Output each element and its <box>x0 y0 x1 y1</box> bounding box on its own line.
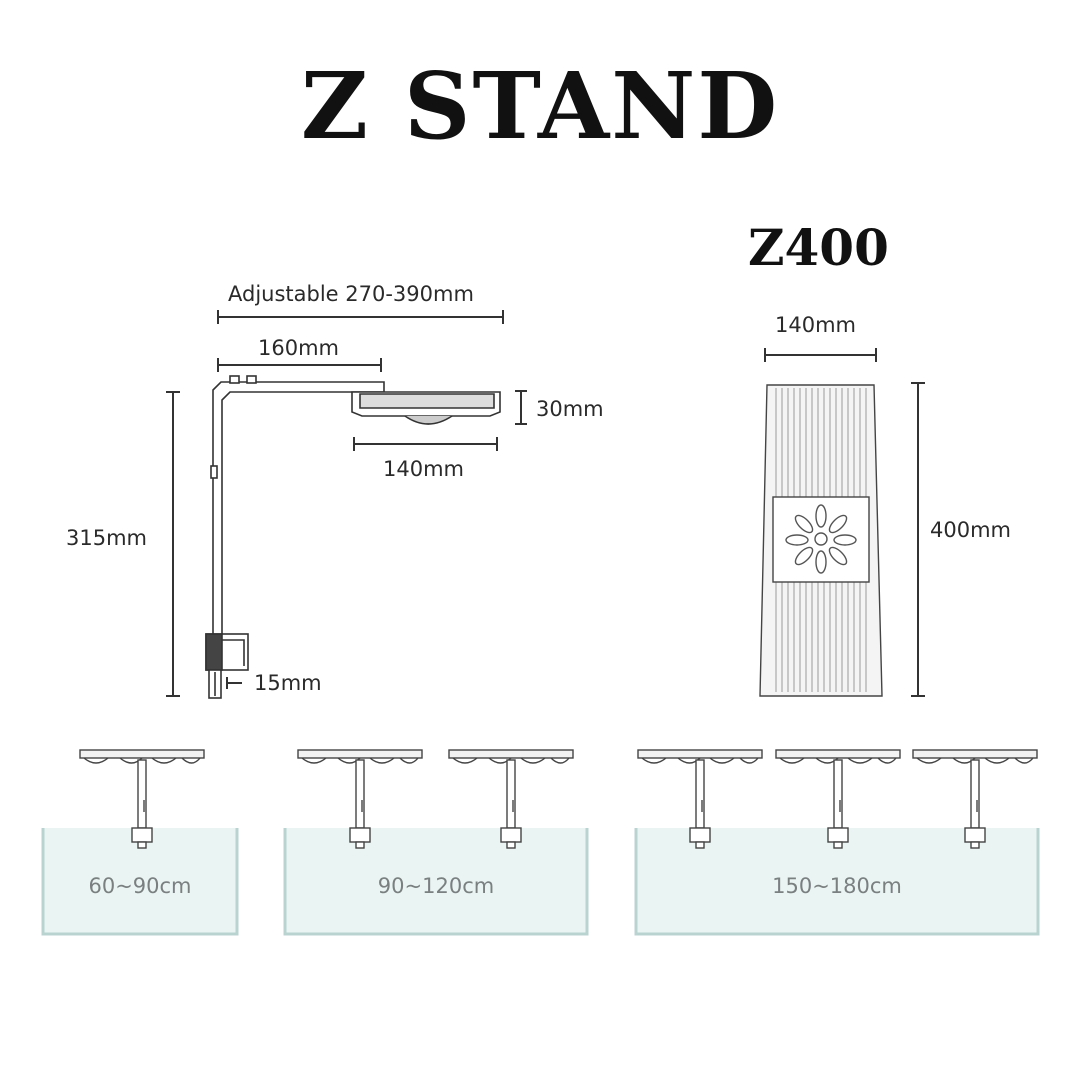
top-length-label: 400mm <box>930 518 1011 542</box>
tank-light <box>775 749 901 849</box>
light-lens <box>83 757 201 764</box>
tank-light <box>79 749 205 849</box>
tank-glass <box>634 828 1040 936</box>
clamp-dimension-line <box>226 677 242 689</box>
light-lens <box>301 757 419 764</box>
light-bar <box>637 749 763 759</box>
light-bar <box>297 749 423 759</box>
stand-post <box>355 759 365 829</box>
side-width-dimension-line <box>353 437 498 451</box>
tank-light <box>912 749 1038 849</box>
tank-size-label: 150~180cm <box>772 874 902 898</box>
tank-size-label: 90~120cm <box>377 874 495 898</box>
clamp-foot <box>355 841 365 849</box>
fan-icon <box>785 504 857 574</box>
top-length-dimension-line <box>911 382 925 697</box>
tank <box>283 749 589 936</box>
light-lens <box>916 757 1034 764</box>
stand-height-label: 315mm <box>66 526 147 550</box>
light-lens <box>452 757 570 764</box>
stand-side-view <box>205 375 501 699</box>
light-bar <box>912 749 1038 759</box>
stand-height-dimension-line <box>166 391 180 697</box>
clamp-size-label: 15mm <box>254 671 322 695</box>
stand-post <box>506 759 516 829</box>
tank-light <box>448 749 574 849</box>
light-lens <box>779 757 897 764</box>
tank-light <box>637 749 763 849</box>
clamp <box>827 827 849 843</box>
height-30-dimension-line <box>515 390 527 425</box>
top-width-label: 140mm <box>775 313 856 337</box>
stand-post <box>137 759 147 829</box>
clamp <box>349 827 371 843</box>
tank-water <box>284 828 588 935</box>
light-width-label: 140mm <box>383 457 464 481</box>
clamp <box>689 827 711 843</box>
tank <box>41 749 239 936</box>
clamp <box>500 827 522 843</box>
clamp-foot <box>506 841 516 849</box>
tank-size-label: 60~90cm <box>88 874 192 898</box>
tank-glass <box>41 828 239 936</box>
clamp-foot <box>833 841 843 849</box>
light-bar <box>448 749 574 759</box>
clamp-foot <box>970 841 980 849</box>
stand-post <box>695 759 705 829</box>
stand-post <box>970 759 980 829</box>
clamp <box>964 827 986 843</box>
adjustable-dimension-line <box>217 310 504 324</box>
light-bar <box>79 749 205 759</box>
adjustable-label: Adjustable 270-390mm <box>228 282 474 306</box>
clamp-foot <box>695 841 705 849</box>
page-title: Z STAND <box>300 52 780 160</box>
clamp-foot <box>137 841 147 849</box>
tank-light <box>297 749 423 849</box>
clamp <box>131 827 153 843</box>
tank-glass <box>283 828 589 936</box>
light-lens <box>641 757 759 764</box>
stand-post <box>833 759 843 829</box>
light-height-label: 30mm <box>536 397 604 421</box>
tank-group <box>41 749 1040 936</box>
arm-length-label: 160mm <box>258 336 339 360</box>
arm-dimension-line <box>217 358 382 372</box>
model-name: Z400 <box>748 218 889 277</box>
tank <box>634 749 1040 936</box>
light-bar <box>775 749 901 759</box>
top-width-dimension-line <box>764 348 877 362</box>
light-top-view <box>759 384 883 697</box>
